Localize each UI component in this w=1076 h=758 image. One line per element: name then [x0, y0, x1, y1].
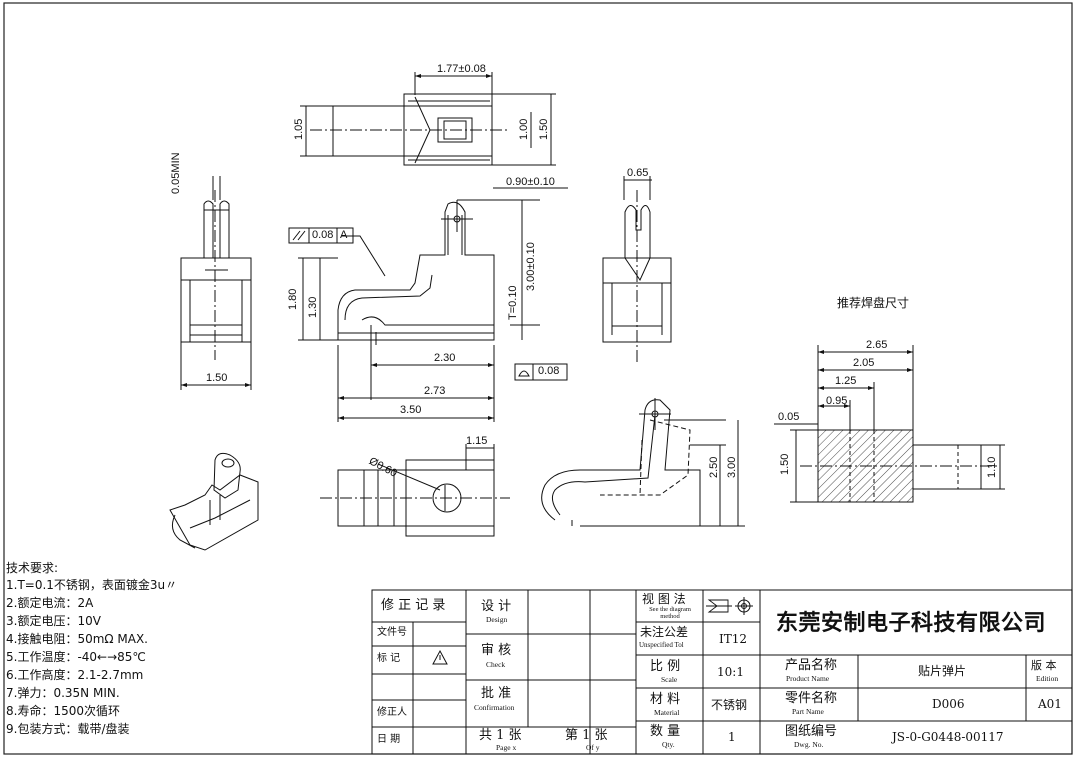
dim-len-230: 2.30 — [434, 352, 456, 364]
requirement-item: 6.工作高度：2.1-2.7mm — [6, 668, 144, 682]
isometric-view — [169, 452, 259, 551]
page-number-en: Of y — [586, 743, 600, 752]
front-view — [288, 187, 568, 422]
dim-top-height: 1.05 — [293, 118, 305, 140]
sheet-border — [3, 2, 1073, 755]
requirement-item: 5.工作温度：-40←→85℃ — [6, 650, 146, 664]
pad-d-110: 1.10 — [986, 456, 998, 478]
requirement-item: 9.包装方式：载带/盘装 — [6, 722, 130, 736]
scale-label-en: Scale — [661, 675, 678, 684]
dim-side-width: 1.50 — [206, 372, 228, 384]
confirm-label: 批 准 — [481, 686, 512, 701]
tolerance-label-en: Unspecified Tol — [639, 641, 684, 649]
requirement-item: 3.额定电压：10V — [6, 614, 101, 628]
qty-label: 数 量 — [650, 724, 681, 739]
tolerance-value: IT12 — [719, 632, 748, 646]
check-label: 审 核 — [481, 643, 512, 658]
dim-side-300: 3.00 — [726, 456, 738, 478]
dim-gap-min: 0.05MIN — [170, 152, 182, 194]
drawing-no-label: 图纸编号 — [785, 724, 838, 739]
product-name-value: 贴片弹片 — [918, 664, 967, 678]
dim-total-height: 3.00±0.10 — [525, 242, 537, 291]
check-label-en: Check — [486, 660, 506, 669]
tolerance-label: 未注公差 — [640, 625, 689, 639]
file-no-label: 文件号 — [377, 627, 407, 638]
edition-label-en: Edition — [1036, 674, 1059, 683]
section-view — [541, 398, 745, 527]
dim-top-inner: 1.00 — [518, 118, 530, 140]
right-view — [602, 176, 672, 362]
scale-value: 10:1 — [717, 665, 744, 679]
edition-value: A01 — [1038, 697, 1062, 711]
dim-height-180: 1.80 — [287, 288, 299, 310]
qty-label-en: Qty. — [662, 740, 675, 749]
pad-d-125: 1.25 — [835, 375, 857, 387]
dim-right-width: 0.65 — [627, 167, 649, 179]
edition-label: 版 本 — [1031, 659, 1057, 672]
dim-flatness: 0.08 — [538, 365, 560, 377]
dim-side-250: 2.50 — [708, 456, 720, 478]
company-name: 东莞安制电子科技有限公司 — [776, 610, 1047, 636]
requirements-title: 技术要求: — [6, 561, 59, 575]
part-name-value: D006 — [932, 697, 965, 711]
material-value: 不锈钢 — [711, 698, 748, 712]
title-block — [371, 589, 1073, 755]
dim-top-offset: 0.90±0.10 — [506, 176, 555, 188]
top-view — [300, 72, 556, 166]
dim-thickness: T=0.10 — [507, 285, 519, 320]
design-label-en: Design — [486, 615, 508, 624]
requirement-item: 1.T=0.1不锈钢，表面镀金3u〃 — [6, 578, 178, 592]
product-name-label-en: Product Name — [786, 674, 830, 683]
mark-label: 标 记 — [377, 653, 401, 664]
dim-top-width: 1.77±0.08 — [437, 63, 486, 75]
view-method-label: 视 图 法 — [642, 592, 686, 606]
pad-d-095: 0.95 — [826, 395, 848, 407]
total-pages: 共 1 张 — [479, 728, 522, 743]
requirement-item: 2.额定电流：2A — [6, 596, 94, 610]
dim-top-outer: 1.50 — [538, 118, 550, 140]
date-label: 日 期 — [377, 734, 401, 745]
confirm-label-en: Confirmation — [474, 703, 515, 712]
pad-d-265: 2.65 — [866, 339, 888, 351]
total-pages-en: Page x — [496, 743, 517, 752]
dim-len-273: 2.73 — [424, 385, 446, 397]
pad-d-150: 1.50 — [779, 453, 791, 475]
revised-by-label: 修正人 — [377, 707, 407, 718]
pad-d-005: 0.05 — [778, 411, 800, 423]
dim-bottom-115: 1.15 — [466, 435, 488, 447]
pad-d-205: 2.05 — [853, 357, 875, 369]
design-label: 设 计 — [481, 599, 512, 614]
arrowheads — [181, 74, 913, 420]
dim-len-350: 3.50 — [400, 404, 422, 416]
bottom-view — [320, 444, 510, 537]
requirement-item: 4.接触电阻：50mΩ MAX. — [6, 632, 148, 646]
drawing-no-label-en: Dwg. No. — [794, 740, 824, 749]
view-method-label-en: See the diagram method — [649, 606, 691, 620]
left-view — [180, 176, 252, 390]
product-name-label: 产品名称 — [785, 658, 838, 673]
pad-title: 推荐焊盘尺寸 — [837, 296, 910, 310]
revision-record-label: 修 正 记 录 — [381, 598, 446, 613]
pad-layout — [774, 345, 1005, 503]
material-label-en: Material — [654, 708, 680, 717]
dim-height-130: 1.30 — [307, 296, 319, 318]
qty-value: 1 — [728, 730, 736, 744]
requirement-item: 7.弹力：0.35N MIN. — [6, 686, 120, 700]
page-number: 第 1 张 — [565, 728, 608, 743]
dim-parallel-tol: 0.08 — [312, 229, 334, 241]
part-name-label: 零件名称 — [785, 691, 838, 706]
dim-datum: A — [340, 229, 348, 241]
drawing-no-value: JS-0-G0448-00117 — [892, 730, 1004, 744]
part-name-label-en: Part Name — [792, 707, 824, 716]
requirement-item: 8.寿命：1500次循环 — [6, 704, 120, 718]
scale-label: 比 例 — [650, 659, 681, 674]
material-label: 材 料 — [650, 692, 681, 707]
